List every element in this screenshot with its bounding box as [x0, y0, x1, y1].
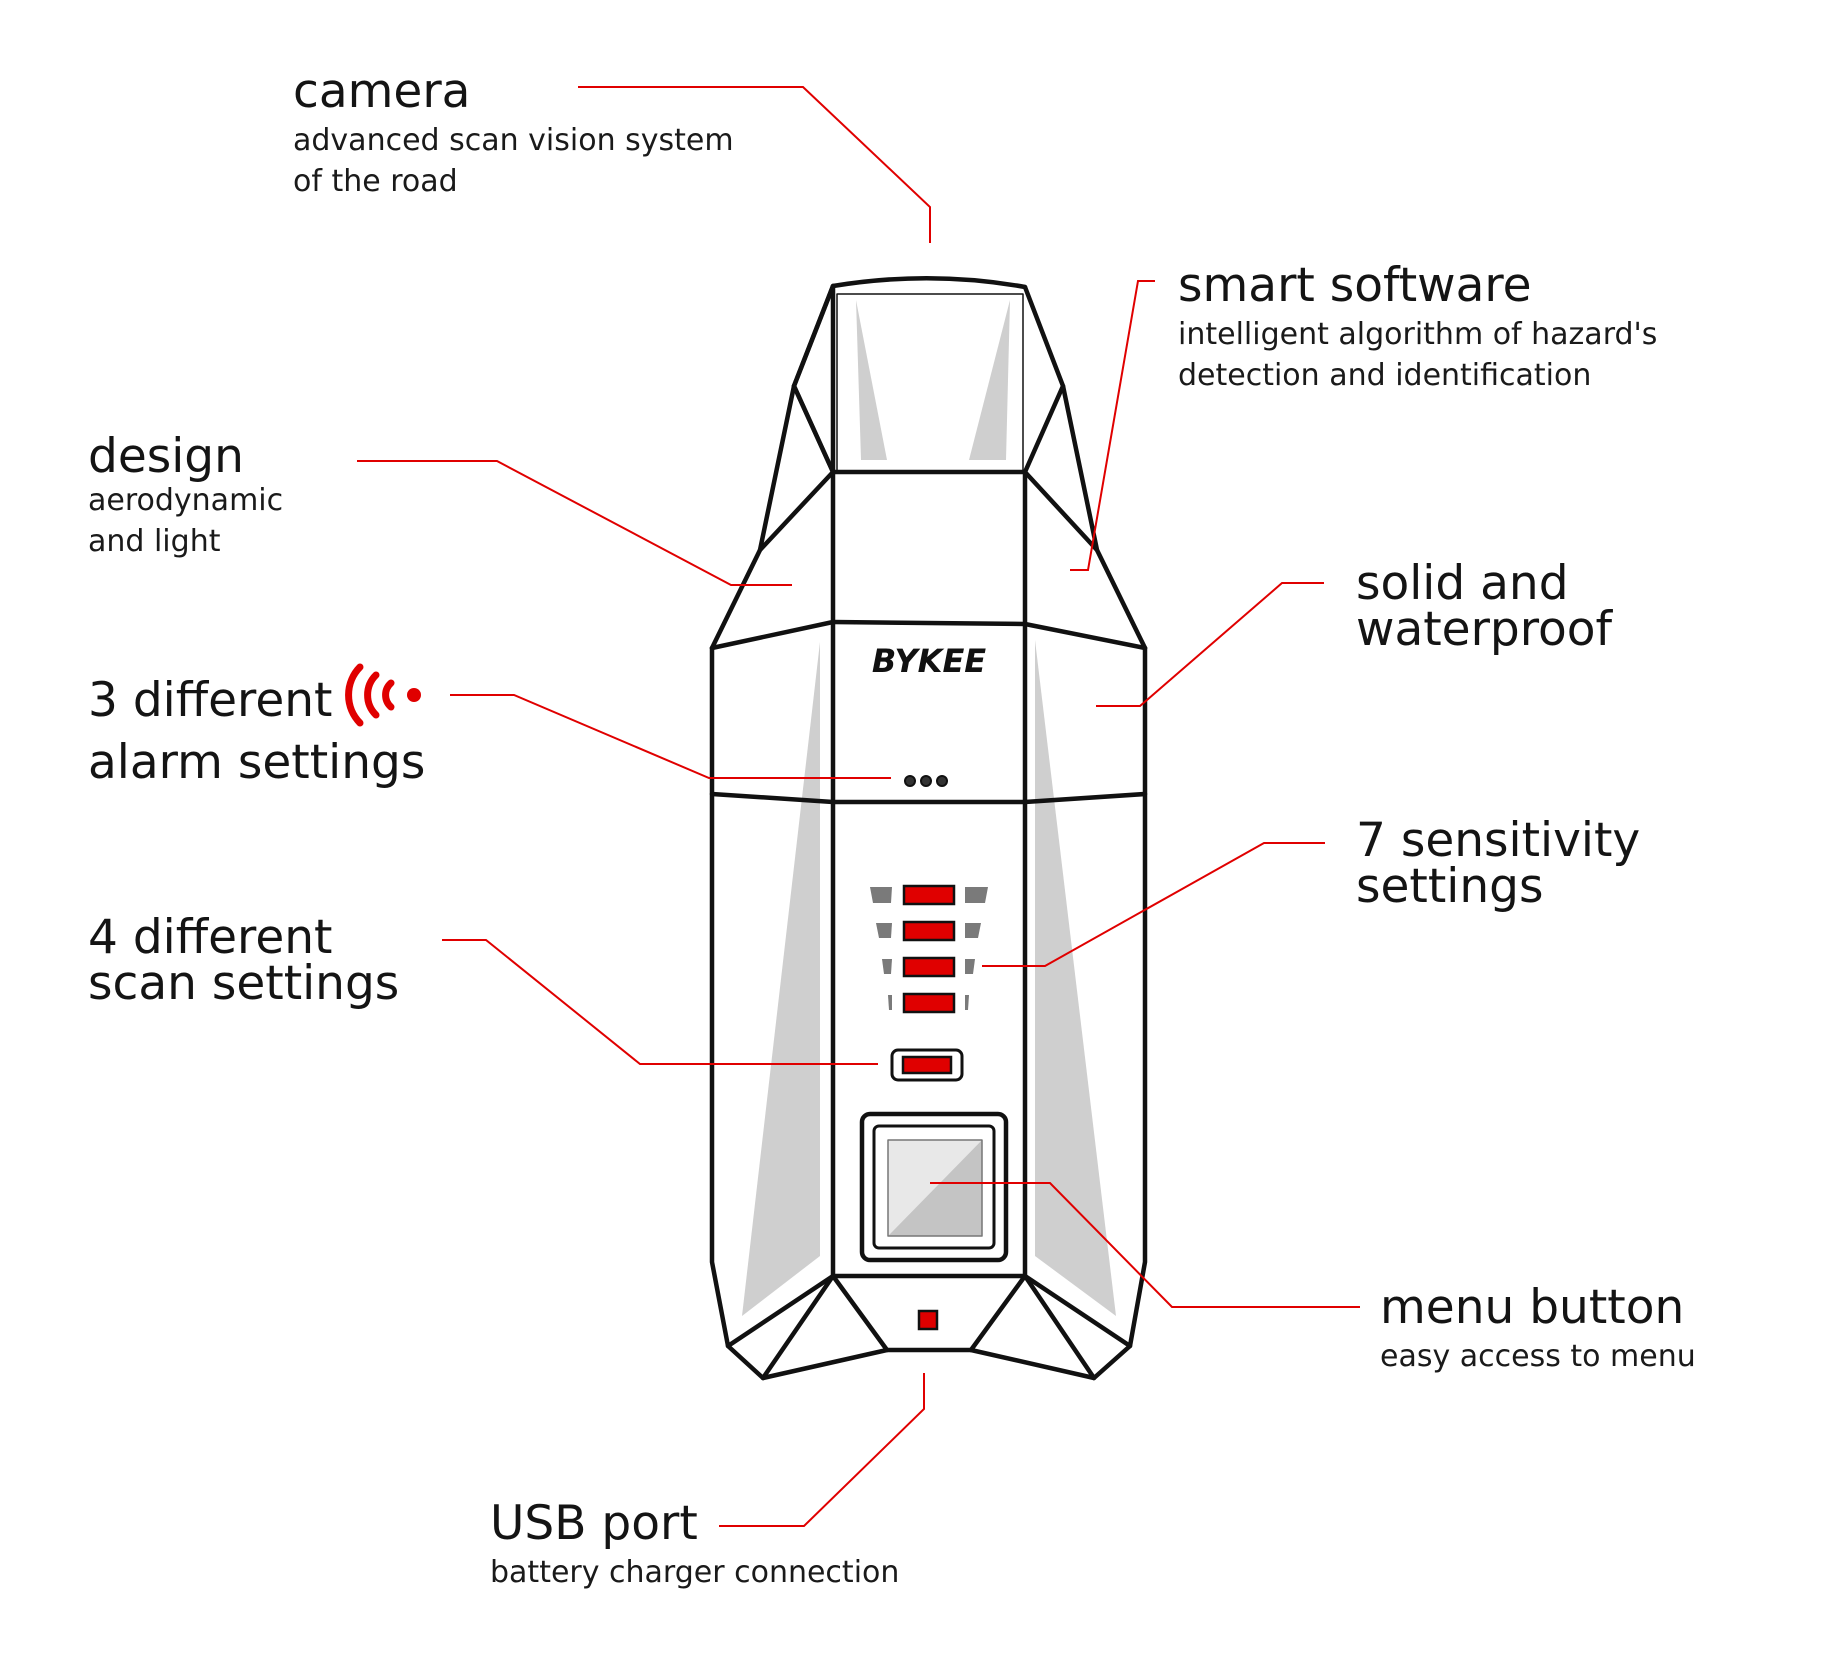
callout-scan: 4 different scan settings — [88, 910, 400, 1011]
callout-software-title: smart software — [1178, 258, 1532, 313]
led-3 — [902, 956, 956, 978]
callout-camera-sub-2: of the road — [293, 164, 458, 199]
right-shoulder-crease — [1022, 469, 1100, 553]
speaker-hole — [904, 775, 916, 787]
speaker-holes — [904, 775, 948, 787]
callout-solid-line-1: solid and — [1356, 556, 1569, 611]
callout-design-sub-2: and light — [88, 524, 221, 559]
led-tick-left-3 — [882, 959, 892, 974]
left-shoulder — [709, 383, 797, 651]
callout-scan-line-1: 4 different — [88, 910, 333, 965]
callout-alarm-line-2: alarm settings — [88, 735, 426, 790]
body-right-edge — [1091, 645, 1148, 1381]
callout-sensitivity-line-1: 7 sensitivity — [1356, 813, 1641, 868]
led-tick-left-2 — [876, 923, 892, 938]
radio-waves-icon — [345, 663, 421, 727]
led-1 — [902, 884, 956, 906]
callout-usb: USB port battery charger connection — [490, 1496, 899, 1593]
led-tick-left-1 — [870, 887, 892, 903]
speaker-hole — [920, 775, 932, 787]
camera-shade-right — [969, 300, 1010, 460]
callout-design-sub-1: aerodynamic — [88, 483, 284, 518]
leader-software — [1070, 280, 1155, 571]
leader-solid — [1096, 582, 1324, 707]
sensitivity-leds — [870, 884, 988, 1331]
menu-button-outer[interactable] — [859, 1111, 1009, 1263]
led-tick-left-4 — [888, 995, 892, 1010]
bottom-left-bevel — [725, 1273, 836, 1349]
leader-camera — [578, 86, 931, 243]
callout-solid-line-2: waterproof — [1356, 602, 1613, 657]
camera-left-bevel — [791, 283, 836, 475]
callout-menu-sub-1: easy access to menu — [1380, 1339, 1696, 1374]
wing-top-left — [709, 619, 836, 651]
bottom-left-fold — [760, 1273, 836, 1381]
led-tick-right-2 — [965, 923, 981, 938]
callout-alarm-line-1: 3 different — [88, 673, 333, 728]
leader-alarm — [450, 694, 891, 779]
callout-solid: solid and waterproof — [1356, 556, 1613, 657]
leader-scan — [442, 939, 878, 1065]
callout-sensitivity: 7 sensitivity settings — [1356, 813, 1641, 914]
menu-button-face — [887, 1139, 983, 1237]
callout-camera-sub-1: advanced scan vision system — [293, 123, 734, 158]
bottom-right-bevel — [1022, 1273, 1133, 1349]
menu-button-inner — [872, 1124, 996, 1250]
usb-port[interactable] — [917, 1309, 939, 1331]
body-left-edge — [709, 645, 766, 1381]
callout-camera-title: camera — [293, 64, 471, 119]
callout-scan-line-2: scan settings — [88, 956, 400, 1011]
callout-software-sub-2: detection and identification — [1178, 358, 1592, 393]
callout-alarm: 3 different alarm settings — [88, 670, 425, 794]
bottom-right-fold — [1022, 1273, 1097, 1381]
callout-menu-title: menu button — [1380, 1280, 1685, 1335]
camera-side-left — [791, 283, 836, 475]
callout-software-sub-1: intelligent algorithm of hazard's — [1178, 317, 1658, 352]
left-shoulder-crease — [757, 469, 836, 553]
leader-usb — [719, 1373, 925, 1527]
callout-menu: menu button easy access to menu — [1380, 1280, 1696, 1377]
callout-software: smart software intelligent algorithm of … — [1178, 258, 1657, 396]
menu-button-dark — [888, 1140, 982, 1236]
callout-design: design aerodynamic and light — [88, 429, 284, 562]
leader-sensitivity — [982, 842, 1325, 967]
callout-usb-sub-1: battery charger connection — [490, 1555, 900, 1590]
wing-top-right — [1022, 621, 1148, 651]
mid-seam — [709, 791, 1148, 805]
leader-lines — [357, 86, 1360, 1527]
scan-button[interactable] — [890, 1048, 964, 1082]
leader-design — [357, 460, 792, 586]
leader-menu — [930, 1182, 1360, 1308]
shading — [742, 300, 1116, 1316]
scan-led — [901, 1055, 953, 1075]
camera-right-bevel — [1022, 284, 1066, 475]
device-outline — [709, 276, 1148, 1381]
bottom-right-facet — [968, 1273, 1097, 1381]
right-shoulder — [1060, 383, 1148, 651]
led-tick-right-3 — [965, 959, 975, 974]
callout-camera: camera advanced scan vision system of th… — [293, 64, 734, 202]
camera-top-edge — [830, 276, 1028, 290]
logo-panel-top — [830, 619, 1028, 627]
led-2 — [902, 920, 956, 942]
callout-usb-title: USB port — [490, 1496, 698, 1551]
led-tick-right-4 — [965, 995, 969, 1010]
led-4 — [902, 992, 956, 1014]
body-shade-right — [1035, 640, 1116, 1316]
callout-sensitivity-line-2: settings — [1356, 859, 1544, 914]
camera-shade-left — [856, 300, 887, 460]
led-tick-right-1 — [965, 887, 988, 903]
brand-logo: BYKEE — [872, 642, 986, 680]
body-shade-left — [742, 642, 820, 1316]
speaker-hole — [936, 775, 948, 787]
callout-design-title: design — [88, 429, 244, 484]
